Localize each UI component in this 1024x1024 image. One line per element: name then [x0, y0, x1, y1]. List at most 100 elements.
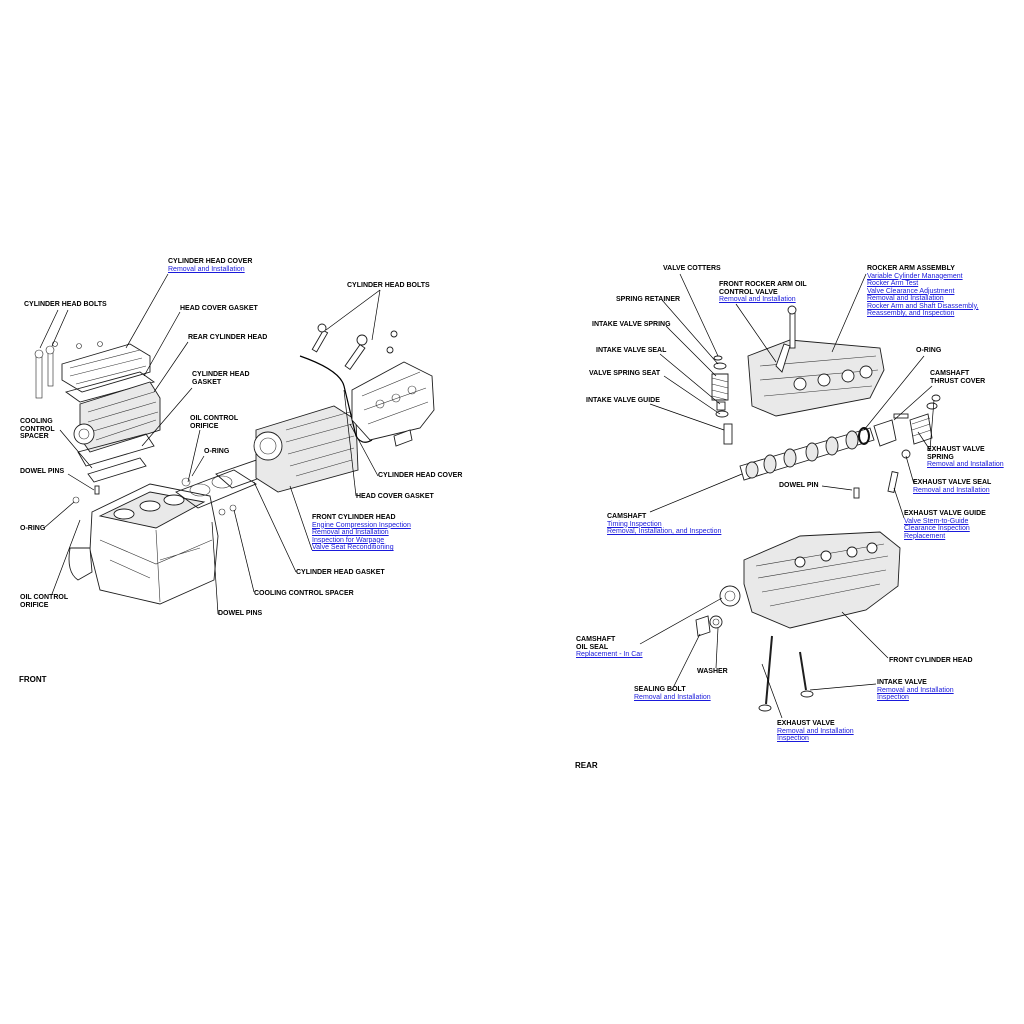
procedure-link[interactable]: Removal and Installation: [312, 529, 389, 536]
label-cylinder-head-gasket-bottom: CYLINDER HEAD GASKET: [296, 569, 385, 577]
label-title-line: FRONT CYLINDER HEAD: [312, 514, 396, 521]
label-title-line: DOWEL PIN: [779, 482, 819, 489]
label-title-line: CONTROL: [20, 425, 55, 433]
label-title-line: OIL SEAL: [576, 643, 609, 651]
procedure-link[interactable]: Removal and Installation: [168, 265, 245, 273]
procedure-link[interactable]: Replacement - In Car: [576, 651, 643, 658]
label-title-line: EXHAUST VALVE GUIDE: [904, 510, 986, 517]
procedure-link[interactable]: Timing Inspection: [607, 520, 662, 528]
procedure-link[interactable]: Removal and Installation: [877, 686, 954, 694]
label-title-line: VALVE COTTERS: [663, 265, 721, 272]
procedure-link[interactable]: Clearance Inspection: [904, 525, 970, 532]
label-o-ring-mid: O-RING: [204, 448, 229, 456]
label-title-line: HEAD COVER GASKET: [180, 305, 258, 312]
label-title-line: SEALING BOLT: [634, 686, 686, 693]
procedure-link[interactable]: Rocker Arm and Shaft Disassembly,: [867, 302, 979, 310]
label-dowel-pins-bottom: DOWEL PINS: [218, 610, 262, 618]
procedure-link[interactable]: Removal and Installation: [777, 727, 854, 735]
label-intake-valve-seal: INTAKE VALVE SEAL: [596, 347, 666, 355]
label-title-line: OIL CONTROL: [190, 415, 239, 422]
procedure-link[interactable]: Inspection: [877, 694, 909, 701]
procedure-link[interactable]: Removal and Installation: [719, 296, 796, 303]
label-title-line: O-RING: [20, 525, 46, 532]
label-cylinder-head-bolts-left: CYLINDER HEAD BOLTS: [24, 301, 107, 309]
label-title-line: EXHAUST VALVE SEAL: [913, 479, 992, 486]
label-title-line: INTAKE VALVE SEAL: [596, 347, 667, 354]
procedure-link[interactable]: Removal and Installation: [867, 295, 944, 302]
label-head-cover-gasket-right: HEAD COVER GASKET: [356, 493, 434, 501]
label-rear-cylinder-head: REAR CYLINDER HEAD: [188, 334, 267, 342]
label-title-line: DOWEL PINS: [20, 468, 65, 475]
label-title-line: OIL CONTROL: [20, 594, 69, 601]
label-title-line: INTAKE VALVE: [877, 679, 927, 686]
procedure-link[interactable]: Removal and Installation: [634, 693, 711, 701]
label-title-line: COOLING: [20, 418, 53, 425]
procedure-link[interactable]: Replacement: [904, 532, 946, 540]
label-cooling-control-spacer-bottom: COOLING CONTROL SPACER: [254, 590, 354, 598]
procedure-link[interactable]: Valve Stem-to-Guide: [904, 517, 969, 525]
procedure-link[interactable]: Valve Clearance Adjustment: [867, 287, 955, 295]
procedure-link[interactable]: Removal and Installation: [927, 461, 1004, 468]
label-title-line: VALVE SPRING SEAT: [589, 370, 661, 377]
front-view-caption: FRONT: [19, 675, 47, 684]
label-title-line: CAMSHAFT: [930, 370, 970, 377]
procedure-link[interactable]: Rocker Arm Test: [867, 280, 919, 287]
procedure-link[interactable]: Inspection for Warpage: [312, 536, 385, 544]
procedure-link[interactable]: Engine Compression Inspection: [312, 521, 411, 529]
procedure-link[interactable]: Inspection: [777, 735, 809, 742]
label-title-line: CAMSHAFT: [607, 513, 647, 520]
label-o-ring-rear: O-RING: [916, 347, 941, 355]
procedure-link[interactable]: Removal, Installation, and Inspection: [607, 528, 722, 535]
label-title-line: EXHAUST VALVE: [927, 446, 985, 453]
label-valve-spring-seat: VALVE SPRING SEAT: [589, 370, 660, 378]
label-title-line: ROCKER ARM ASSEMBLY: [867, 265, 955, 272]
label-washer: WASHER: [697, 668, 728, 676]
label-intake-valve-spring: INTAKE VALVE SPRING: [592, 321, 671, 329]
procedure-link[interactable]: Valve Seat Reconditioning: [312, 544, 394, 551]
label-title-line: FRONT CYLINDER HEAD: [889, 657, 973, 664]
label-title-line: O-RING: [916, 347, 942, 354]
label-title-line: CONTROL VALVE: [719, 288, 778, 296]
label-title-line: CYLINDER HEAD BOLTS: [24, 301, 107, 308]
label-title-line: SPACER: [20, 433, 49, 440]
label-title-line: CYLINDER HEAD GASKET: [296, 569, 385, 576]
procedure-link[interactable]: Variable Cylinder Management: [867, 272, 963, 280]
label-front-cylinder-head-rear: FRONT CYLINDER HEAD: [889, 657, 973, 665]
label-title-line: REAR CYLINDER HEAD: [188, 334, 268, 341]
label-dowel-pin: DOWEL PIN: [779, 482, 819, 490]
label-title-line: THRUST COVER: [930, 377, 986, 385]
label-o-ring-left: O-RING: [20, 525, 45, 533]
front-leader-lines: [39, 273, 381, 615]
label-title-line: SPRING: [927, 453, 954, 461]
label-title-line: HEAD COVER GASKET: [356, 493, 434, 500]
label-title-line: ORIFICE: [20, 601, 49, 609]
label-title-line: CYLINDER HEAD COVER: [168, 258, 253, 265]
procedure-link[interactable]: Removal and Installation: [913, 486, 990, 494]
label-dowel-pins-left: DOWEL PINS: [20, 468, 64, 476]
label-title-line: COOLING CONTROL SPACER: [254, 590, 354, 597]
label-title-line: SPRING RETAINER: [616, 296, 681, 303]
label-title-line: INTAKE VALVE SPRING: [592, 321, 671, 328]
label-valve-cotters: VALVE COTTERS: [663, 265, 721, 273]
label-title-line: ORIFICE: [190, 422, 219, 430]
procedure-link[interactable]: Reassembly, and Inspection: [867, 310, 955, 317]
label-cylinder-head-cover-right: CYLINDER HEAD COVER: [378, 472, 462, 480]
